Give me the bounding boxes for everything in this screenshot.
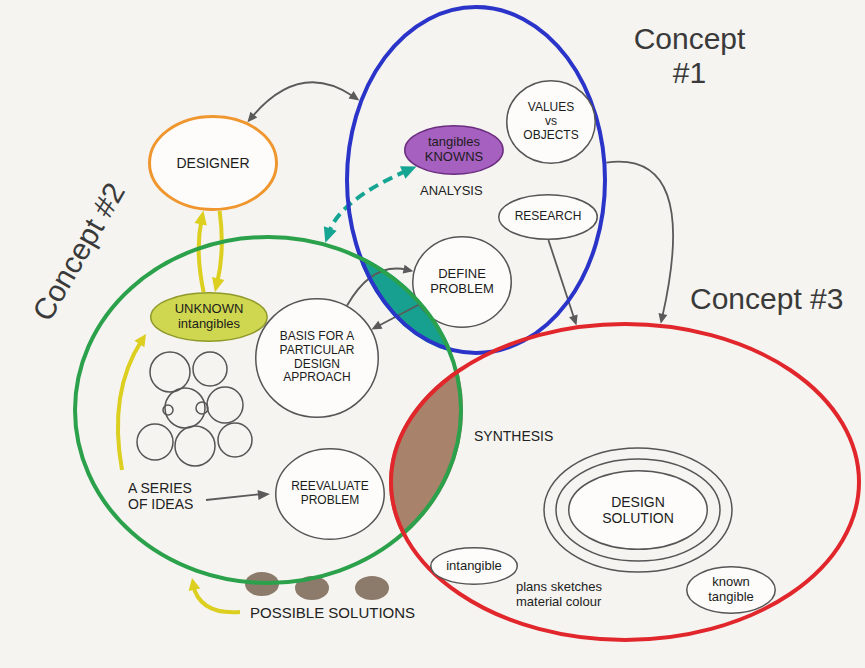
knowns-ellipse-shape	[405, 126, 503, 174]
node-label: UNKNOWN intangibles	[171, 302, 247, 332]
connector	[212, 211, 224, 292]
process-ellipse-shape	[431, 548, 518, 585]
unknowns-ellipse: UNKNOWN intangibles	[150, 292, 268, 342]
connector	[548, 240, 577, 325]
node-text-block: REEVALUATE PROBLEM	[285, 480, 375, 508]
free-label: ANALYSIS	[420, 184, 483, 199]
node-label: BASIS FOR A PARTICULAR DESIGN APPROACH	[275, 330, 359, 385]
solution-ring	[556, 459, 720, 561]
process-ellipse-shape	[499, 195, 598, 240]
arrow-head	[400, 166, 416, 178]
idea-bubble	[165, 388, 205, 428]
node-label: DESIGN SOLUTION	[592, 494, 684, 526]
process-circle: REEVALUATE PROBLEM	[275, 448, 385, 540]
arrow-head	[258, 490, 271, 500]
process-ellipse-shape	[687, 567, 776, 614]
node-text-block: tangibles KNOWNS	[423, 135, 485, 165]
connector	[247, 82, 359, 122]
concept-heading: Concept #3	[690, 282, 843, 316]
process-circle: BASIS FOR A PARTICULAR DESIGN APPROACH	[255, 298, 379, 418]
connector-line	[252, 82, 354, 117]
process-ellipse: known tangible	[686, 566, 776, 614]
yellow-arrow	[193, 585, 240, 612]
idea-bubble	[207, 387, 243, 423]
connector-line	[606, 162, 673, 317]
connector-line	[199, 220, 204, 292]
arrow-head	[247, 112, 257, 123]
node-label: VALUES vs OBJECTS	[521, 101, 581, 142]
process-circle: VALUES vs OBJECTS	[506, 80, 596, 164]
arrow-head	[212, 277, 224, 292]
node-label: DEFINE PROBLEM	[427, 267, 497, 297]
concept-circle: Concept #1tangibles KNOWNSVALUES vs OBJE…	[345, 5, 607, 355]
concept-circle-shape	[347, 7, 605, 353]
yellow-arrow	[118, 340, 142, 470]
connector-line	[217, 211, 222, 283]
idea-bubble	[175, 426, 215, 466]
process-ellipse: intangible	[430, 547, 518, 585]
arrow-head	[569, 315, 578, 326]
node-label: DESIGNER	[176, 155, 249, 171]
arrow-head	[659, 313, 668, 324]
node-text-block: known tangible	[701, 575, 761, 605]
connector-line	[329, 171, 407, 233]
designer-ellipse: DESIGNER	[148, 115, 278, 211]
node-text-block: VALUES vs OBJECTS	[521, 101, 581, 142]
node-text-block: intangible	[446, 559, 502, 574]
idea-bubble	[193, 352, 227, 386]
free-label: POSSIBLE SOLUTIONS	[250, 604, 415, 621]
idea-bubbles	[137, 352, 252, 466]
node-text-block: UNKNOWN intangibles	[171, 302, 247, 332]
arrow-head	[134, 334, 146, 347]
knowns-ellipse: tangibles KNOWNS	[404, 125, 504, 175]
connector	[606, 162, 673, 324]
flow-arrow	[206, 494, 262, 500]
idea-bubble	[137, 424, 173, 460]
arrow-head	[189, 578, 201, 591]
arrow-head	[403, 265, 414, 274]
unknowns-ellipse-shape	[151, 293, 268, 342]
arrow-head	[324, 226, 337, 242]
idea-bubble	[163, 405, 173, 415]
idea-bubble	[218, 423, 252, 457]
solution-ellipse: DESIGN SOLUTION	[568, 470, 708, 550]
node-label: RESEARCH	[515, 210, 582, 224]
arrow-head	[194, 210, 206, 225]
process-ellipse: RESEARCH	[498, 194, 598, 240]
solution-ellipse-shape	[569, 471, 708, 550]
free-label: plans sketches material colour	[516, 580, 616, 610]
solution-rings	[544, 448, 732, 572]
concept-heading: Concept #1	[622, 22, 757, 89]
free-label: A SERIES OF IDEAS	[128, 480, 208, 512]
node-label: intangible	[446, 559, 502, 574]
process-circle-shape	[256, 299, 379, 418]
node-text-block: RESEARCH	[515, 210, 582, 224]
idea-bubble	[196, 402, 208, 414]
node-text-block: DEFINE PROBLEM	[427, 267, 497, 297]
process-circle-shape	[276, 449, 385, 540]
node-label: REEVALUATE PROBLEM	[285, 480, 375, 508]
solution-dot	[355, 576, 389, 600]
arrow-head	[349, 91, 360, 100]
designer-ellipse-shape	[150, 117, 277, 210]
concept-ellipse: Concept #3DESIGN SOLUTIONintangibleknown…	[389, 322, 861, 642]
free-label: SYNTHESIS	[474, 428, 553, 444]
connector	[324, 166, 417, 242]
arrow-head	[372, 321, 383, 330]
concept-ellipse-shape	[391, 324, 859, 640]
node-label: known tangible	[701, 575, 761, 605]
node-text-block: DESIGNER	[176, 155, 249, 171]
node-text-block: DESIGN SOLUTION	[592, 494, 684, 526]
idea-bubble	[150, 352, 190, 392]
node-label: tangibles KNOWNS	[423, 135, 485, 165]
process-circle-shape	[507, 81, 596, 164]
node-text-block: BASIS FOR A PARTICULAR DESIGN APPROACH	[275, 330, 359, 385]
solution-ring	[544, 448, 732, 572]
